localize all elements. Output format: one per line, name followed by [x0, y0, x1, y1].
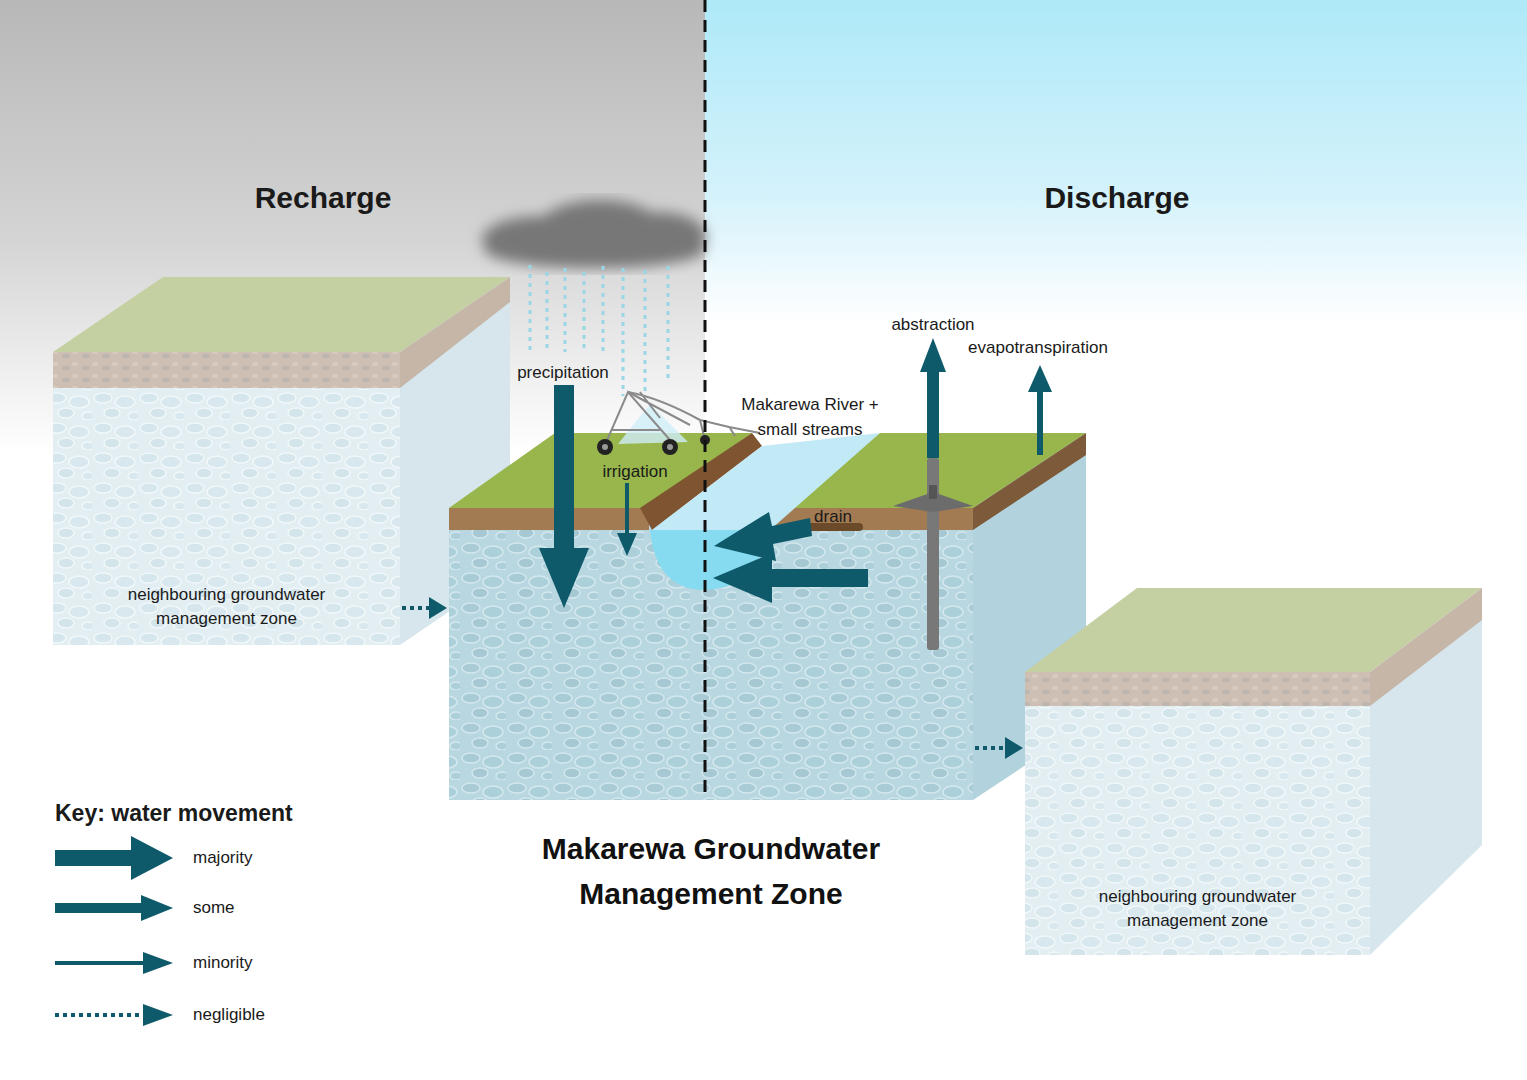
legend-sample-line — [55, 850, 132, 866]
zone-block: Makarewa Groundwater Management Zone — [449, 530, 973, 800]
legend-sample-head — [131, 836, 173, 880]
legend-text: some — [193, 896, 235, 920]
legend-sample-line — [55, 1013, 143, 1017]
dotted-flow-arrow — [975, 737, 1023, 759]
connector-line — [402, 606, 429, 610]
legend-sample-head — [143, 952, 173, 974]
section-heading: Recharge — [255, 176, 392, 220]
flux-label: evapotranspiration — [968, 335, 1108, 360]
flux-label: abstraction — [891, 312, 974, 337]
legend-text: negligible — [193, 1003, 265, 1027]
legend-sample-head — [141, 895, 173, 921]
connector-head — [1005, 737, 1023, 759]
zone-block: neighbouring groundwater management zone — [53, 388, 400, 645]
flux-label: irrigation — [602, 459, 667, 484]
zone-label: neighbouring groundwater management zone — [1068, 885, 1328, 933]
legend-text: majority — [193, 846, 253, 870]
flux-label: precipitation — [517, 360, 609, 385]
zone-title: Makarewa Groundwater Management Zone — [461, 826, 961, 916]
zone-block: neighbouring groundwater management zone — [1025, 706, 1370, 955]
flux-label: drain — [814, 504, 852, 529]
legend-title: Key: water movement — [55, 797, 293, 830]
zone-label: neighbouring groundwater management zone — [97, 583, 357, 631]
legend-sample-line — [55, 903, 142, 913]
dotted-flow-arrow — [402, 597, 447, 619]
legend-sample-line — [55, 961, 144, 965]
connector-head — [429, 597, 447, 619]
legend-sample-head — [143, 1004, 173, 1026]
flux-label: Makarewa River + small streams — [735, 392, 885, 442]
legend-text: minority — [193, 951, 253, 975]
section-heading: Discharge — [1044, 176, 1189, 220]
connector-line — [975, 746, 1005, 750]
